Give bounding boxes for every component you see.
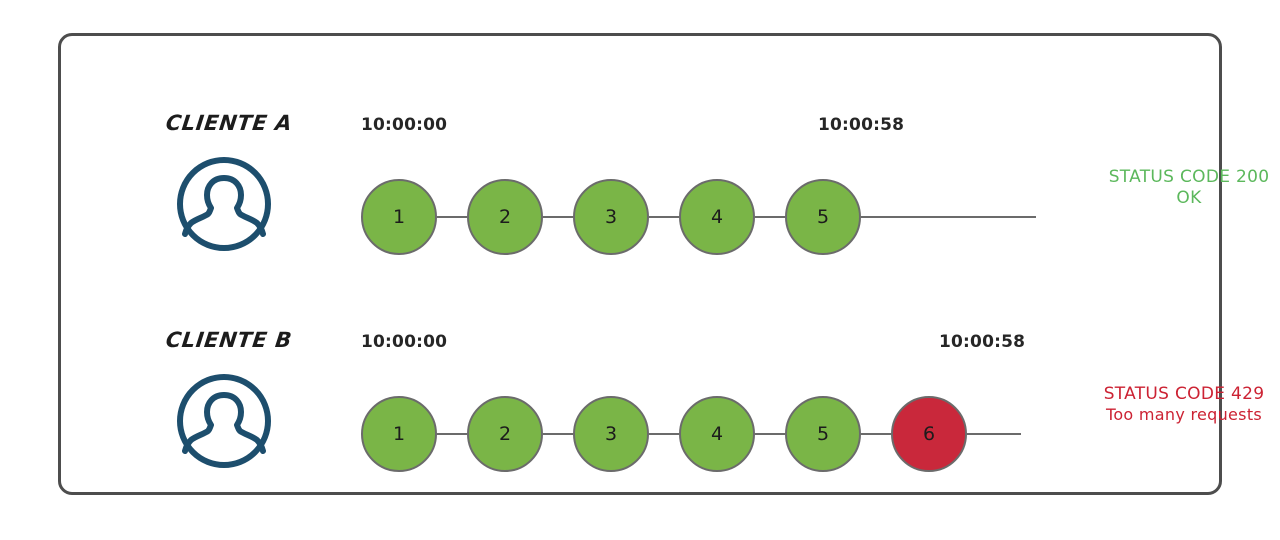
user-avatar-icon	[174, 371, 274, 471]
client-row-b: CLIENTE B 10:00:00 10:00:58 1 2 3 4 5	[61, 328, 1280, 488]
chain-connector	[755, 215, 785, 219]
request-node[interactable]: 3	[573, 179, 649, 255]
status-message-text: Too many requests	[1105, 405, 1263, 425]
status-code-text: STATUS CODE 429	[1103, 384, 1265, 404]
user-avatar-icon	[174, 154, 274, 254]
chain-connector	[543, 215, 573, 219]
chain-connector	[649, 215, 679, 219]
request-node[interactable]: 2	[467, 396, 543, 472]
request-node[interactable]: 4	[679, 179, 755, 255]
diagram-frame: CLIENTE A 10:00:00 10:00:58 1 2 3 4 5	[58, 33, 1269, 495]
client-label-a: CLIENTE A	[164, 111, 294, 135]
chain-tail	[967, 432, 1021, 436]
request-node[interactable]: 1	[361, 179, 437, 255]
chain-connector	[861, 432, 891, 436]
request-chain-b: 1 2 3 4 5 6	[361, 394, 1021, 474]
request-node[interactable]: 1	[361, 396, 437, 472]
chain-connector	[649, 432, 679, 436]
timestamp-start-b: 10:00:00	[361, 332, 448, 352]
timestamp-end-b: 10:00:58	[939, 332, 1026, 352]
status-message-text: OK	[1176, 188, 1202, 209]
status-badge-b: STATUS CODE 429 Too many requests	[1069, 384, 1280, 425]
chain-connector	[437, 215, 467, 219]
chain-tail	[861, 215, 1036, 219]
client-row-a: CLIENTE A 10:00:00 10:00:58 1 2 3 4 5	[61, 111, 1280, 271]
chain-connector	[543, 432, 573, 436]
request-node[interactable]: 2	[467, 179, 543, 255]
request-node[interactable]: 5	[785, 396, 861, 472]
request-node[interactable]: 3	[573, 396, 649, 472]
request-node-rejected[interactable]: 6	[891, 396, 967, 472]
client-label-b: CLIENTE B	[164, 328, 294, 352]
request-node[interactable]: 4	[679, 396, 755, 472]
timestamp-end-a: 10:00:58	[818, 115, 905, 135]
timestamp-start-a: 10:00:00	[361, 115, 448, 135]
request-chain-a: 1 2 3 4 5	[361, 177, 1036, 257]
chain-connector	[755, 432, 785, 436]
status-code-text: STATUS CODE 200	[1108, 167, 1270, 187]
chain-connector	[437, 432, 467, 436]
request-node[interactable]: 5	[785, 179, 861, 255]
status-badge-a: STATUS CODE 200 OK	[1074, 167, 1280, 210]
